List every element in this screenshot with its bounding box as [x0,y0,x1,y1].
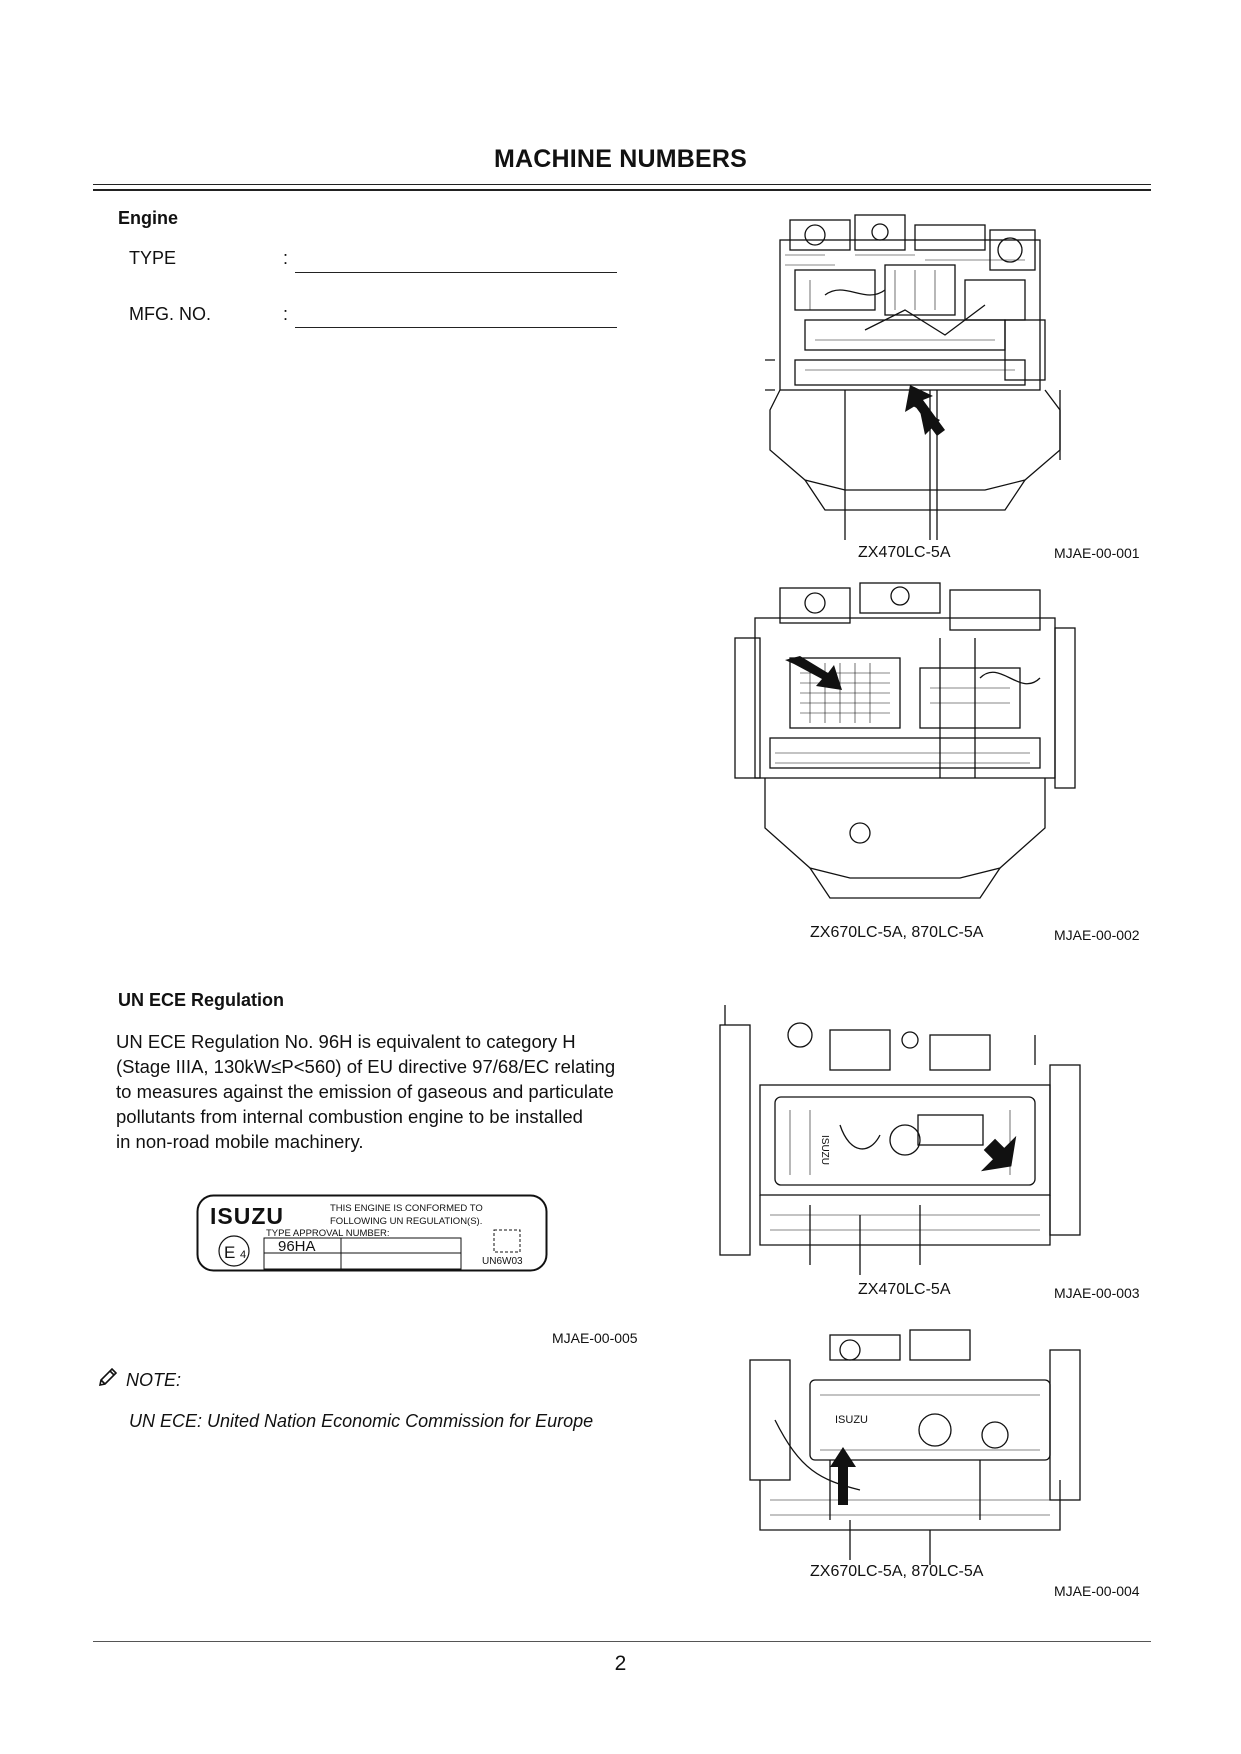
regulation-line-3: to measures against the emission of gase… [116,1081,614,1102]
regulation-line-5: in non-road mobile machinery. [116,1131,364,1152]
note-label: NOTE: [126,1370,182,1390]
figure-2-caption: ZX670LC-5A, 870LC-5A [810,924,984,941]
engine-drawing-2 [730,578,1080,928]
type-colon: : [283,248,289,268]
plate-mark: E [224,1243,235,1262]
note-text: UN ECE: United Nation Economic Commissio… [129,1411,594,1431]
type-entry-line[interactable] [295,272,617,273]
plate-line-2: FOLLOWING UN REGULATION(S). [330,1216,482,1227]
regulation-paragraph: UN ECE Regulation No. 96H is equivalent … [116,1029,676,1154]
type-label: TYPE [129,248,177,268]
plate-approval-label: TYPE APPROVAL NUMBER: [266,1228,390,1239]
regulation-heading: UN ECE Regulation [118,990,285,1010]
plate-value: 96HA [278,1238,316,1255]
title-rule-thin [93,184,1151,185]
mfg-colon: : [283,304,289,324]
engine-drawing-4: ISUZU [730,1320,1085,1575]
engine-heading: Engine [118,208,179,228]
engine-drawing-1 [765,210,1075,540]
regulation-line-1: UN ECE Regulation No. 96H is equivalent … [116,1031,576,1052]
engine-drawing-3: ISUZU [700,1005,1090,1280]
figure-2-code: MJAE-00-002 [1054,927,1140,943]
mfg-entry-line[interactable] [295,327,617,328]
plate-mark-sub: 4 [240,1249,246,1261]
figure-3-code: MJAE-00-003 [1054,1285,1140,1301]
plate-line-1: THIS ENGINE IS CONFORMED TO [330,1203,483,1214]
plate-figure-code: MJAE-00-005 [552,1330,638,1346]
plate-code: UN6W03 [482,1256,523,1267]
figure-3-caption: ZX470LC-5A [858,1281,951,1298]
approval-plate: ISUZU THIS ENGINE IS CONFORMED TO FOLLOW… [196,1194,548,1272]
page-title: MACHINE NUMBERS [494,145,747,173]
figure-1-caption: ZX470LC-5A [858,544,951,561]
pencil-icon [96,1365,120,1389]
footer-rule [93,1641,1151,1642]
page-number: 2 [614,1652,627,1675]
regulation-line-4: pollutants from internal combustion engi… [116,1106,583,1127]
mfg-label: MFG. NO. [129,304,211,324]
svg-text:ISUZU: ISUZU [835,1414,868,1426]
title-rule-thick [93,189,1151,191]
svg-text:ISUZU: ISUZU [819,1135,830,1165]
figure-4-caption: ZX670LC-5A, 870LC-5A [810,1563,984,1580]
figure-1-code: MJAE-00-001 [1054,545,1140,561]
regulation-line-2: (Stage IIIA, 130kW≤P<560) of EU directiv… [116,1056,616,1077]
figure-4-code: MJAE-00-004 [1054,1583,1140,1599]
plate-brand: ISUZU [210,1203,284,1229]
